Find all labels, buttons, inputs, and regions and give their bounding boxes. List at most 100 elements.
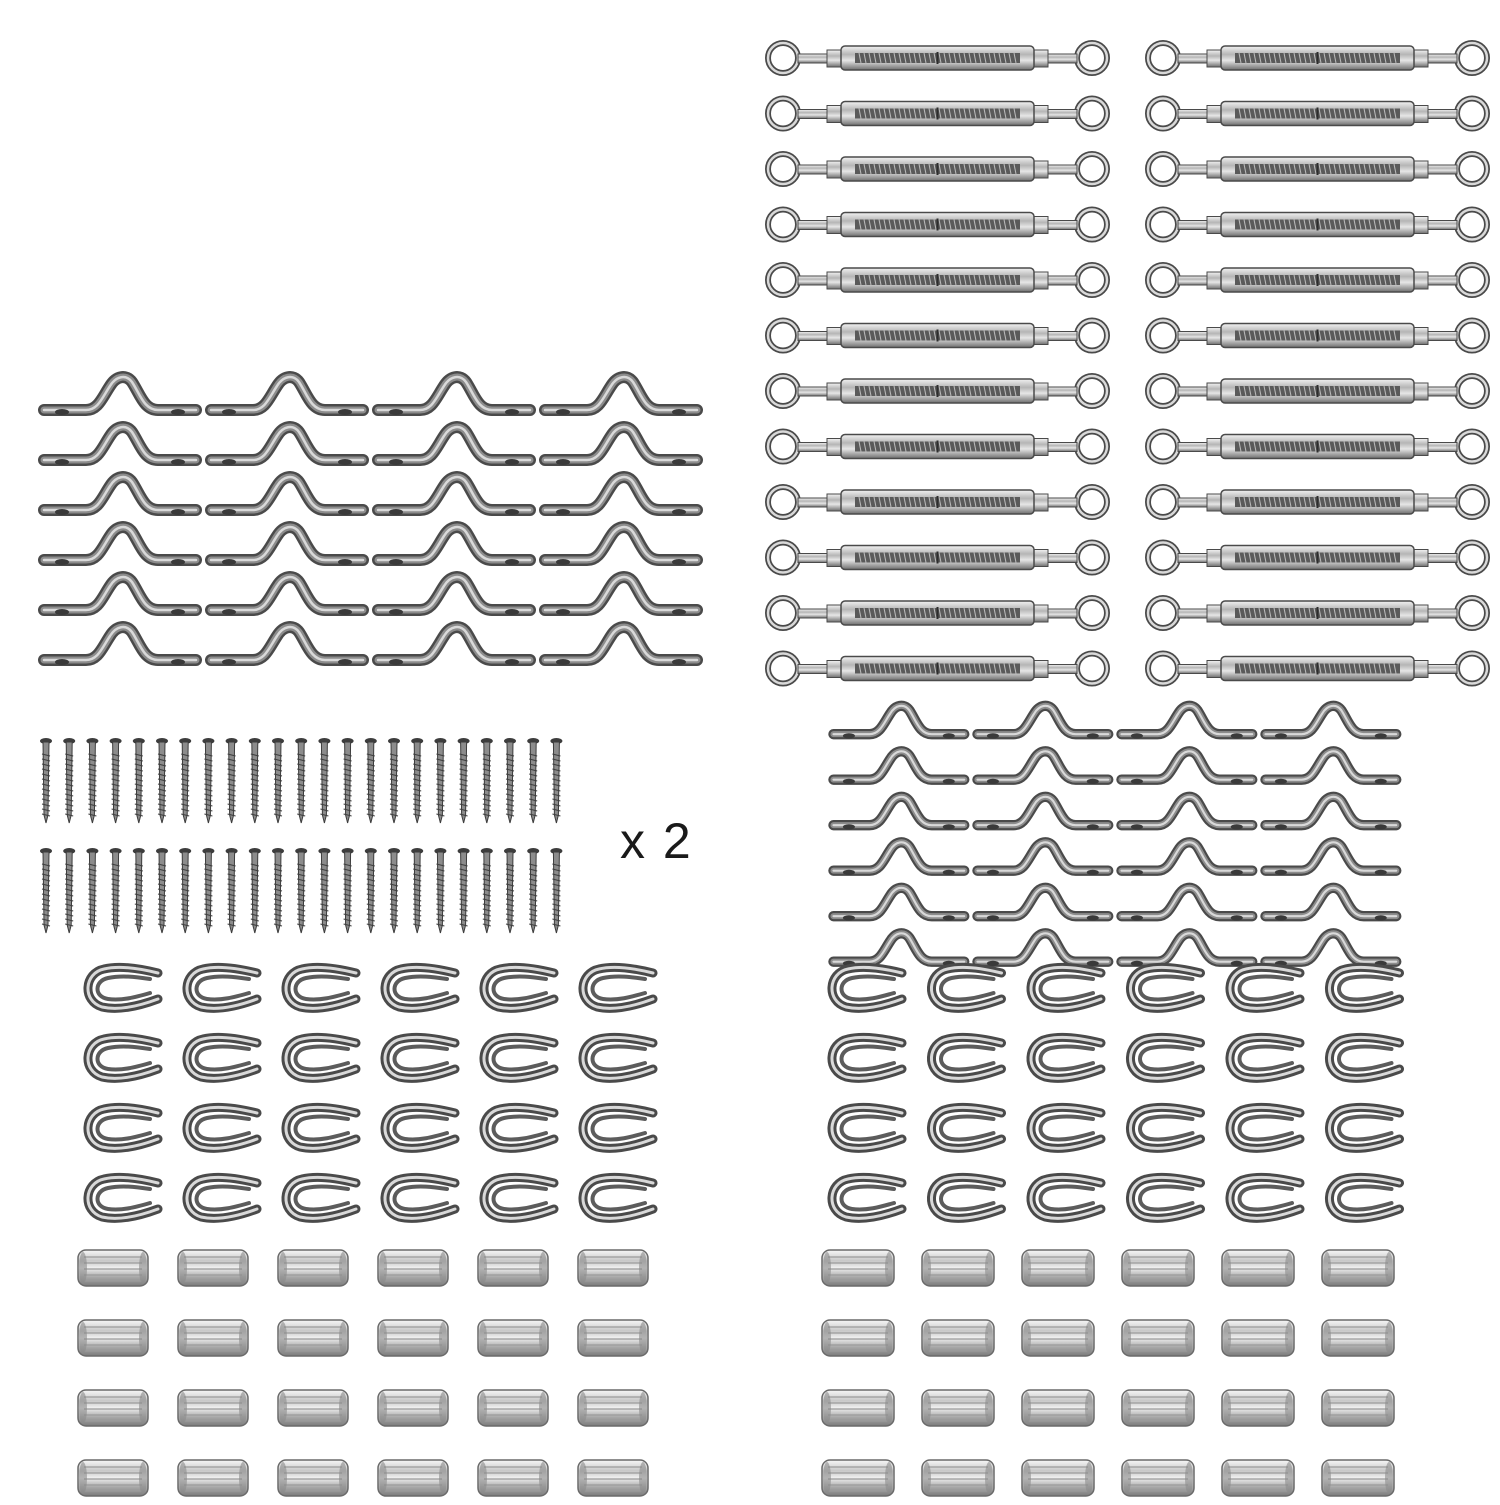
screw-icon (272, 848, 284, 934)
ferrule-icon (377, 1249, 449, 1287)
screw-icon (480, 848, 493, 934)
screw-icon (388, 848, 400, 934)
pad-eye-icon (972, 746, 1114, 785)
screw-icon (457, 738, 470, 824)
thimble-icon (1225, 1032, 1305, 1083)
ferrule-icon (477, 1459, 549, 1497)
pad-eye-icon (372, 421, 536, 466)
pad-eye-icon (1260, 837, 1402, 876)
thimble-icon (1225, 1102, 1305, 1153)
thimble-icon (182, 1172, 262, 1223)
ferrule-icon (1321, 1459, 1395, 1497)
ferrule-icon (1021, 1319, 1095, 1357)
screw-icon (504, 738, 516, 824)
ferrule-icon (277, 1389, 349, 1427)
pad-eye-icon (38, 571, 202, 616)
thimble-icon (281, 1102, 361, 1153)
screw-icon (109, 848, 122, 934)
thimble-icon (479, 1102, 559, 1153)
screw-icon (388, 738, 400, 824)
thimble-icon (182, 962, 262, 1013)
pad-eye-icon (1260, 746, 1402, 785)
pad-eye-icon (539, 571, 703, 616)
pad-eye-icon (372, 521, 536, 566)
pad-eye-icon (828, 700, 970, 740)
ferrule-icon (1321, 1249, 1395, 1287)
pad-eye-icon (38, 521, 202, 566)
turnbuckle-icon (1145, 595, 1490, 631)
pad-eye-icon (372, 471, 536, 516)
thimble-icon (927, 1172, 1006, 1223)
pad-eye-icon (539, 371, 703, 416)
ferrule-icon (377, 1319, 449, 1357)
screw-icon (156, 848, 168, 934)
turnbuckle-icon (1145, 95, 1490, 132)
screw-icon (40, 848, 52, 934)
pad-eye-icon (828, 928, 970, 967)
screw-icon (40, 738, 52, 824)
pad-eye-icon (1260, 791, 1402, 831)
turnbuckle-icon (1145, 317, 1490, 354)
screw-icon (132, 848, 145, 934)
pad-eye-icon (539, 521, 703, 566)
thimble-icon (1225, 962, 1305, 1013)
thimble-icon (578, 1172, 658, 1223)
ferrule-icon (1221, 1459, 1295, 1497)
thimble-icon (1026, 1172, 1106, 1223)
pad-eye-icon (1260, 882, 1402, 922)
pad-eye-icon (372, 621, 536, 666)
screw-icon (225, 738, 238, 824)
screw-icon (156, 738, 168, 824)
pad-eye-icon (205, 621, 369, 666)
screw-icon (295, 848, 308, 934)
thimble-icon (83, 962, 163, 1013)
pad-eye-icon (972, 700, 1114, 740)
thimble-icon (827, 1172, 907, 1223)
ferrule-icon (1221, 1319, 1295, 1357)
turnbuckle-icon (765, 428, 1110, 465)
ferrule-icon (1121, 1459, 1195, 1497)
screw-icon (341, 738, 354, 824)
screw-icon (480, 738, 493, 824)
thimble-icon (1126, 1102, 1205, 1153)
pad-eye-icon (205, 521, 369, 566)
pad-eye-icon (828, 746, 970, 785)
ferrule-icon (821, 1319, 895, 1357)
pad-eye-icon (828, 837, 970, 876)
screw-icon (411, 848, 424, 934)
screw-icon (457, 848, 470, 934)
screw-icon (248, 738, 261, 824)
thimble-icon (380, 1032, 460, 1083)
screw-icon (504, 848, 516, 934)
thimble-icon (827, 962, 907, 1013)
screw-icon (527, 738, 540, 824)
ferrule-icon (577, 1389, 649, 1427)
screw-icon (272, 738, 284, 824)
pad-eye-icon (828, 791, 970, 831)
pad-eye-icon (1116, 700, 1258, 740)
screw-icon (63, 738, 76, 824)
thimble-icon (281, 962, 361, 1013)
thimble-icon (380, 1172, 460, 1223)
screw-icon (411, 738, 424, 824)
ferrule-icon (1121, 1389, 1195, 1427)
ferrule-icon (177, 1389, 249, 1427)
thimble-icon (1026, 1032, 1106, 1083)
pad-eye-icon (205, 471, 369, 516)
pad-eye-icon (972, 882, 1114, 922)
turnbuckle-icon (1145, 151, 1490, 187)
screw-icon (550, 848, 563, 934)
ferrule-icon (1321, 1319, 1395, 1357)
pad-eye-icon (38, 371, 202, 416)
ferrule-icon (921, 1249, 995, 1287)
ferrule-icon (821, 1459, 895, 1497)
pad-eye-icon (38, 621, 202, 666)
screw-icon (179, 738, 192, 824)
ferrule-icon (577, 1459, 649, 1497)
ferrule-icon (77, 1389, 149, 1427)
thimble-icon (1126, 1032, 1205, 1083)
screw-icon (527, 848, 540, 934)
turnbuckle-icon (765, 40, 1110, 76)
screw-icon (202, 738, 215, 824)
